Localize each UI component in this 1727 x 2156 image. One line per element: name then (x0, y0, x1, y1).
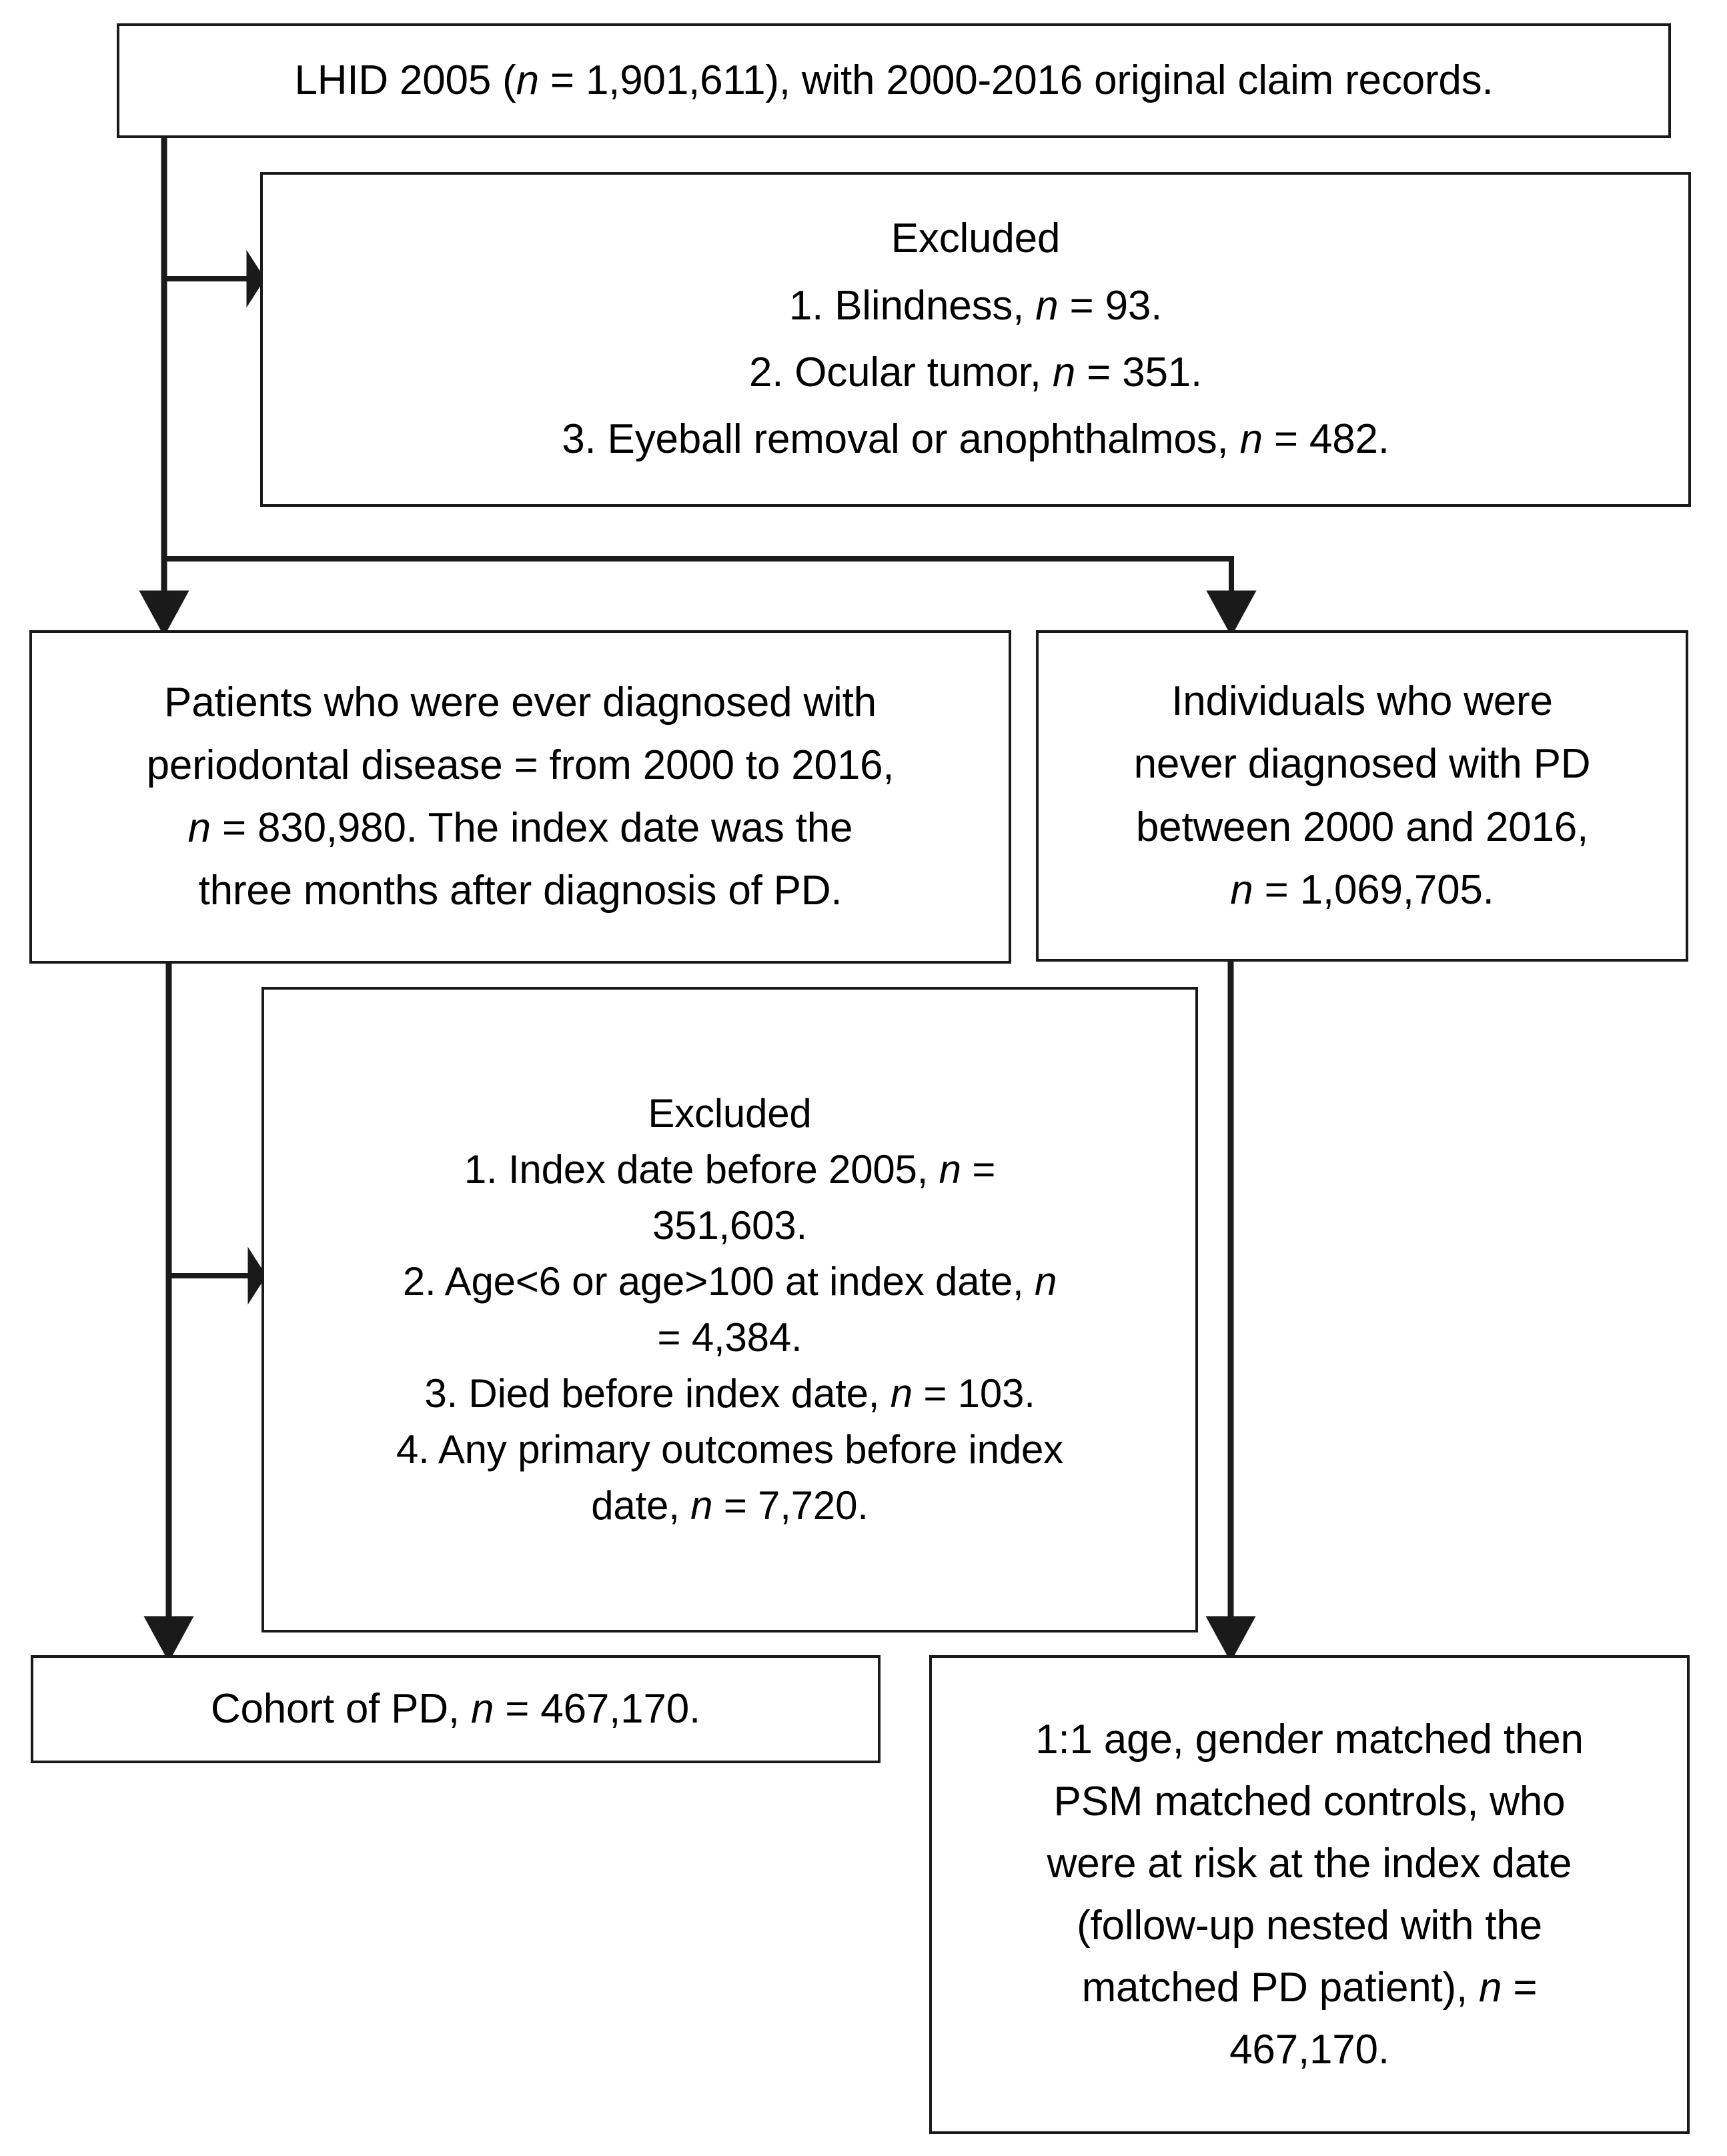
connector-source-to-no-pd (164, 556, 1234, 623)
arrowhead-pd-cohort (139, 590, 189, 637)
node-periodontal-disease-group: Patients who were ever diagnosed with pe… (29, 630, 1011, 964)
node-final-pd-cohort: Cohort of PD, n = 467,170. (31, 1655, 881, 1763)
node-excluded-second-label: Excluded 1. Index date before 2005, n = … (396, 1091, 1063, 1528)
node-excluded-first: Excluded 1. Blindness, n = 93. 2. Ocular… (260, 172, 1691, 507)
node-excluded-second: Excluded 1. Index date before 2005, n = … (261, 987, 1198, 1633)
node-periodontal-disease-group-label: Patients who were ever diagnosed with pe… (146, 679, 895, 914)
arrowhead-final-controls (1205, 1616, 1256, 1663)
node-excluded-first-label: Excluded 1. Blindness, n = 93. 2. Ocular… (562, 215, 1389, 463)
node-final-matched-controls-label: 1:1 age, gender matched then PSM matched… (1035, 1717, 1584, 2073)
arrowhead-no-pd (1206, 590, 1257, 637)
node-final-matched-controls: 1:1 age, gender matched then PSM matched… (929, 1655, 1690, 2134)
arrowhead-final-pd (143, 1616, 194, 1663)
node-source-label: LHID 2005 (n = 1,901,611), with 2000-201… (294, 57, 1494, 104)
node-final-pd-cohort-label: Cohort of PD, n = 467,170. (210, 1686, 701, 1733)
node-never-diagnosed-group-label: Individuals who were never diagnosed wit… (1133, 678, 1591, 913)
node-never-diagnosed-group: Individuals who were never diagnosed wit… (1036, 630, 1688, 962)
node-source-population: LHID 2005 (n = 1,901,611), with 2000-201… (117, 23, 1671, 138)
